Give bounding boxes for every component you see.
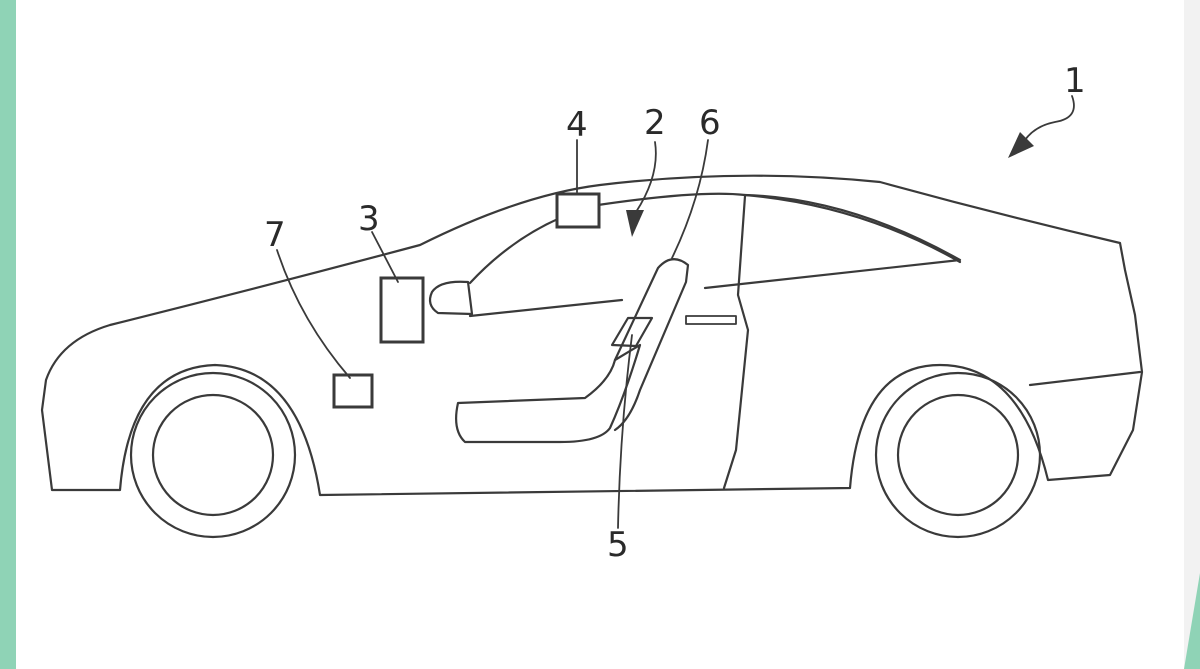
leader-line-3 — [371, 231, 399, 283]
ref-label-2: 2 — [644, 103, 666, 143]
component-box-3 — [379, 276, 425, 344]
front-wheel-outer — [129, 371, 297, 539]
ref-label-5: 5 — [607, 525, 629, 565]
leader-line-6 — [671, 139, 709, 259]
ref-label-6: 6 — [699, 103, 721, 143]
right-margin-strip — [1184, 0, 1200, 669]
component-box-4 — [555, 192, 601, 229]
windshield-line — [468, 216, 562, 285]
leader-line-5 — [617, 334, 633, 529]
left-accent-strip — [0, 0, 16, 669]
arrowhead-2 — [626, 210, 644, 237]
ref-label-3: 3 — [358, 199, 380, 239]
side-mirror — [428, 280, 474, 316]
arrowhead-1 — [1008, 132, 1034, 158]
beltline — [468, 298, 624, 318]
corner-accent-tab — [1184, 573, 1200, 669]
rear-wheel-inner — [896, 393, 1020, 517]
leader-line-2 — [635, 141, 657, 213]
ref-label-1: 1 — [1064, 61, 1086, 101]
rear-wheel-outer — [874, 371, 1042, 539]
rear-fender-line — [1028, 370, 1142, 387]
door-handle — [685, 315, 737, 325]
seat-backrest — [613, 258, 690, 432]
ref-label-7: 7 — [264, 215, 286, 255]
component-box-7 — [332, 373, 374, 409]
rear-side-window — [703, 193, 962, 290]
seat-cushion — [455, 343, 642, 444]
roof-inner-line — [596, 192, 962, 264]
car-body-outline — [40, 174, 1144, 497]
leader-line-1 — [1024, 95, 1075, 141]
seat-sensor-pad — [610, 316, 654, 348]
door-rear-edge — [722, 194, 750, 490]
leader-line-7 — [276, 249, 351, 379]
front-wheel-inner — [151, 393, 275, 517]
ref-label-4: 4 — [566, 105, 588, 145]
